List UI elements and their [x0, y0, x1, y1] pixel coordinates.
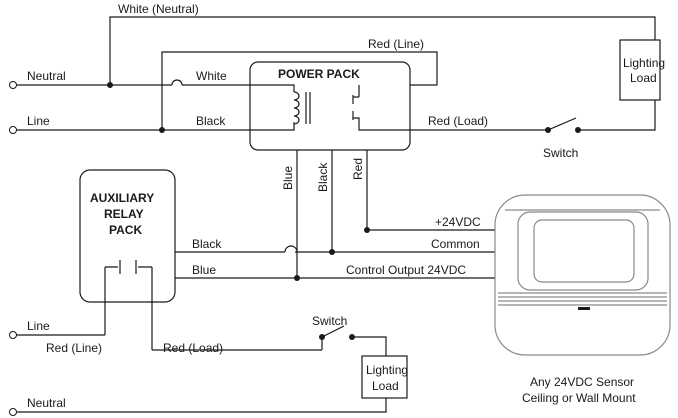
label-switch-bottom: Switch — [312, 314, 347, 328]
label-red-line-bottom: Red (Line) — [46, 341, 102, 355]
aux-title-line1: AUXILIARY — [90, 191, 154, 205]
transformer-coil-inner — [293, 91, 300, 125]
switch-blade-top — [547, 117, 577, 131]
label-neutral-bottom: Neutral — [27, 396, 66, 410]
sensor-device — [494, 194, 671, 356]
label-switch-top: Switch — [543, 146, 578, 160]
power-pack-title: POWER PACK — [278, 67, 360, 81]
sensor-caption-line2: Ceiling or Wall Mount — [522, 391, 636, 405]
lighting-load-top-line1: Lighting — [623, 56, 665, 70]
neutral-terminal-bottom — [9, 408, 17, 416]
aux-contact-wires — [104, 266, 153, 350]
switch-leg-wire — [321, 336, 387, 356]
aux-title-line3: PACK — [109, 223, 142, 237]
label-plus24vdc: +24VDC — [435, 215, 481, 229]
white-neutral-wire — [109, 16, 656, 85]
switch-to-load-wire — [578, 100, 656, 131]
label-blue-vertical: Blue — [281, 166, 295, 190]
label-red-vertical: Red — [351, 158, 365, 180]
label-line-top: Line — [27, 114, 50, 128]
label-black-pp: Black — [196, 114, 226, 128]
label-neutral-top: Neutral — [27, 69, 66, 83]
lighting-load-bottom-line2: Load — [372, 379, 399, 393]
lighting-load-top-line2: Load — [630, 71, 657, 85]
label-white-pp: White — [196, 69, 227, 83]
power-pack-box — [249, 61, 411, 151]
aux-title-line2: RELAY — [104, 207, 144, 221]
label-white-neutral: White (Neutral) — [118, 2, 199, 16]
coil-wires-inner — [250, 84, 410, 131]
sensor-caption-line1: Any 24VDC Sensor — [530, 375, 634, 389]
junction-dot — [294, 275, 300, 281]
neutral-wire-bottom — [16, 398, 387, 413]
junction-dot — [329, 249, 335, 255]
label-red-load-bottom: Red (Load) — [163, 341, 223, 355]
junction-dot — [364, 227, 370, 233]
auxiliary-relay-pack-box — [79, 169, 176, 303]
label-common: Common — [431, 237, 480, 251]
lighting-load-bottom-line1: Lighting — [366, 363, 408, 377]
neutral-terminal-top — [9, 81, 17, 89]
line-terminal-bottom — [9, 331, 17, 339]
line-terminal-top — [9, 126, 17, 134]
label-black-aux: Black — [192, 237, 222, 251]
label-black-vertical: Black — [316, 162, 330, 192]
lighting-load-bottom — [361, 355, 408, 399]
label-control-output: Control Output 24VDC — [346, 263, 466, 277]
label-red-line-top: Red (Line) — [368, 37, 424, 51]
label-line-bottom: Line — [27, 319, 50, 333]
switch-blade-bottom — [321, 325, 345, 338]
neutral-hop-top — [171, 79, 183, 86]
label-blue-aux: Blue — [192, 263, 216, 277]
lighting-load-top — [619, 39, 661, 101]
aux-black-hop — [284, 245, 298, 253]
label-red-load-top: Red (Load) — [428, 114, 488, 128]
